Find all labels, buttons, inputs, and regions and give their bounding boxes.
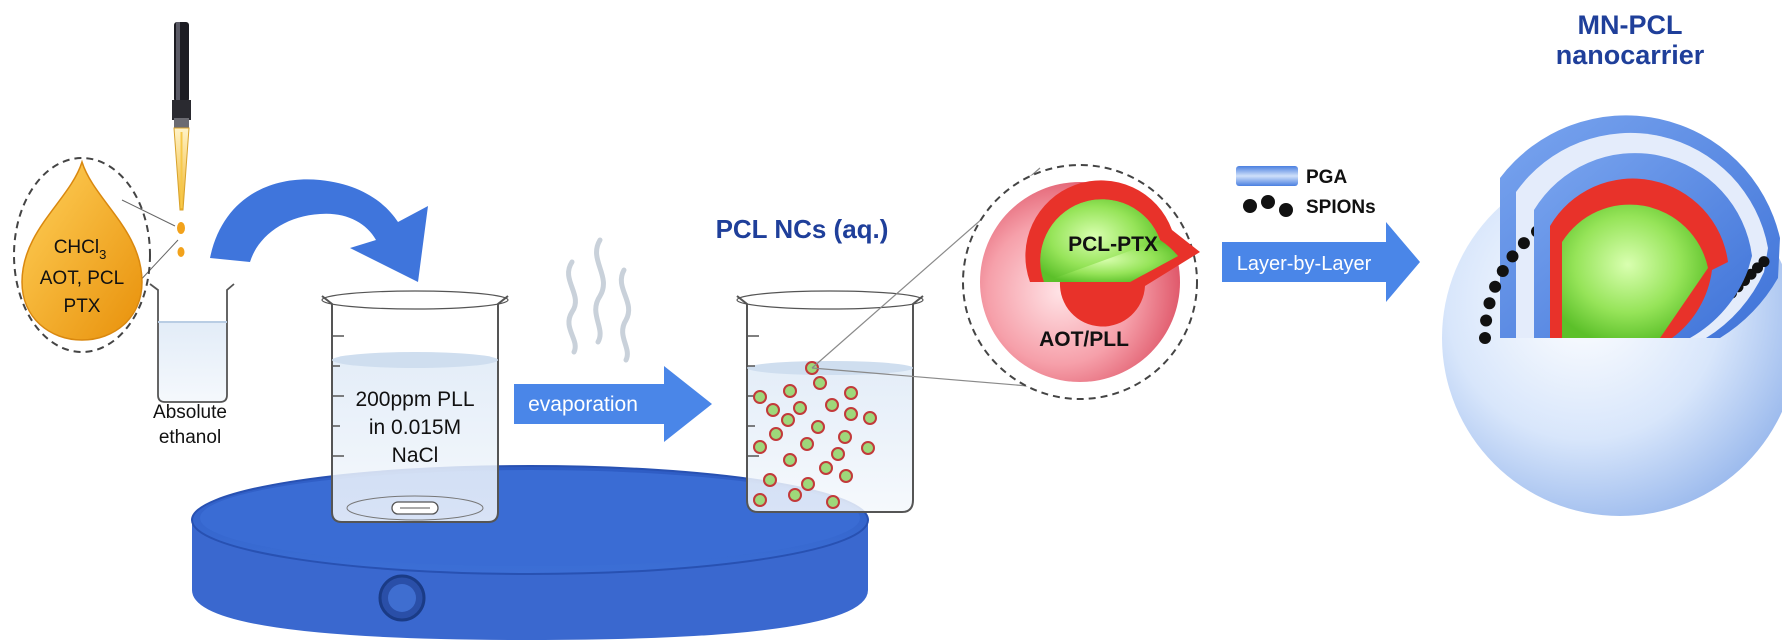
nanocapsule-particle <box>753 440 767 454</box>
core-label: PCL-PTX <box>1068 233 1158 256</box>
nanocapsule-particle <box>819 461 833 475</box>
small-beaker-label-line1: Absolute <box>153 402 227 423</box>
layer-by-layer-label: Layer-by-Layer <box>1237 253 1372 275</box>
droplet-zoom-circle <box>13 157 151 353</box>
spion-legend-icon <box>1243 195 1293 217</box>
nanocapsule-particle <box>811 420 825 434</box>
nanocapsule-particle <box>800 437 814 451</box>
small-beaker <box>149 283 235 403</box>
nanocapsule-particle <box>826 495 840 509</box>
droplet-line1-subscript: 3 <box>99 247 106 262</box>
mn-pcl-nanocarrier <box>1442 115 1782 516</box>
spion-particle <box>1489 280 1502 293</box>
droplet-line2: AOT, PCL <box>40 268 124 289</box>
evaporation-arrow <box>514 366 712 442</box>
stir-beaker-line3: NaCl <box>392 444 439 467</box>
nanocapsule-particle <box>844 407 858 421</box>
transfer-arrow <box>210 179 428 282</box>
nc-beaker <box>736 290 924 513</box>
nc-beaker-title: PCL NCs (aq.) <box>716 214 889 244</box>
stir-beaker-line2: in 0.015M <box>369 416 461 439</box>
layer-by-layer-arrow <box>1222 222 1420 302</box>
vapor-icon <box>566 237 632 363</box>
droplet-line3: PTX <box>64 296 101 317</box>
spion-particle <box>1517 237 1530 250</box>
pga-legend-swatch <box>1236 166 1298 186</box>
spion-particle <box>1758 256 1770 268</box>
spion-particle <box>1483 297 1496 310</box>
droplet-icon <box>21 159 143 341</box>
nanocapsule-particle <box>781 413 795 427</box>
nanocapsule-particle <box>844 386 858 400</box>
spion-particle <box>1506 250 1519 263</box>
nanocapsule-zoom <box>962 164 1200 400</box>
nanocapsule-particle <box>863 411 877 425</box>
svg-text:CHCl3: CHCl3 <box>54 237 107 262</box>
nanocapsule-particles <box>753 361 877 509</box>
nanocapsule-particle <box>831 447 845 461</box>
nanocapsule-particle <box>753 493 767 507</box>
nanocapsule-particle <box>801 477 815 491</box>
droplet-line1: CHCl <box>54 237 99 258</box>
nanocapsule-particle <box>783 384 797 398</box>
legend: PGA SPIONs <box>1236 166 1376 218</box>
nanocapsule-particle <box>825 398 839 412</box>
droplet-callout: CHCl3 AOT, PCL PTX <box>13 157 179 353</box>
evaporation-label: evaporation <box>528 393 638 416</box>
nanocapsule-particle <box>763 473 777 487</box>
stir-beaker-line1: 200ppm PLL <box>355 388 474 411</box>
pcl-ptx-core-final <box>1562 204 1708 338</box>
spion-particle <box>1480 314 1493 327</box>
nanocapsule-particle <box>783 453 797 467</box>
stir-beaker <box>321 290 509 523</box>
small-beaker-label-line2: ethanol <box>159 427 221 448</box>
final-title-line1: MN-PCL <box>1578 10 1683 40</box>
spion-particle <box>1496 265 1509 277</box>
final-title-line2: nanocarrier <box>1556 40 1705 70</box>
nanocapsule-particle <box>769 427 783 441</box>
nanocapsule-particle <box>753 390 767 404</box>
pipette <box>172 22 191 257</box>
nanocapsule-particle <box>813 376 827 390</box>
nanocapsule-particle <box>838 430 852 444</box>
nanocapsule-particle <box>788 488 802 502</box>
nanocapsule-particle <box>839 469 853 483</box>
shell-label: AOT/PLL <box>1039 328 1129 351</box>
nanocapsule-particle <box>766 403 780 417</box>
spions-legend-label: SPIONs <box>1306 197 1376 218</box>
nanocapsule-particle <box>793 401 807 415</box>
spion-particle <box>1479 332 1491 344</box>
nanocapsule-particle <box>861 441 875 455</box>
pga-legend-label: PGA <box>1306 167 1347 188</box>
